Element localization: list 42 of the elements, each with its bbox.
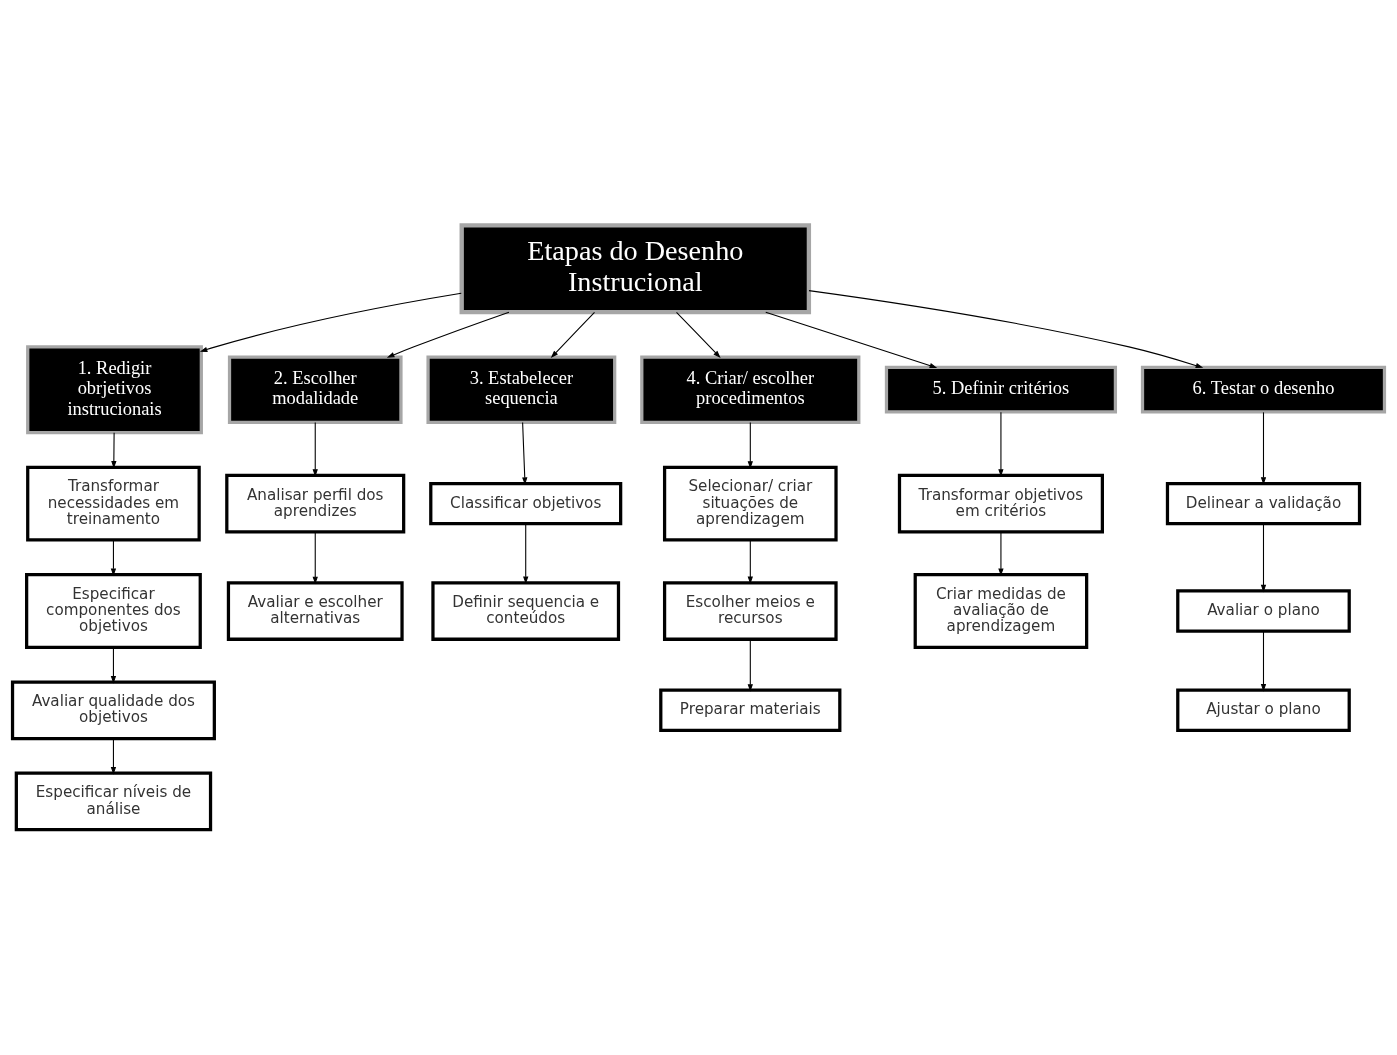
arrow: [747, 421, 753, 469]
node-box: 1. Redigir obrjetivos instrucionais: [26, 345, 203, 435]
node-box: Avaliar o plano: [1176, 589, 1351, 633]
arrow: [998, 531, 1004, 576]
arrow: [747, 539, 753, 585]
arrow: [550, 311, 596, 358]
node-box: Especificar componentes dos objetivos: [25, 573, 202, 649]
node-box: Definir sequencia e conteúdos: [431, 581, 621, 641]
node-box: Delinear a validação: [1165, 481, 1362, 526]
node-box: Selecionar/ criar situações de aprendizagem: [662, 465, 838, 542]
node-box: Criar medidas de avaliação de aprendizagem: [913, 573, 1089, 649]
arrow: [110, 738, 117, 775]
arrow: [747, 639, 753, 692]
arrow: [765, 311, 938, 369]
arrow: [111, 432, 117, 469]
arrow: [1260, 523, 1267, 593]
arrow: [312, 421, 318, 477]
node-box: Avaliar e escolher alternativas: [226, 581, 404, 641]
arrow: [386, 311, 510, 358]
node-box: Etapas do Desenho Instrucional: [459, 223, 812, 315]
arrow: [998, 411, 1004, 477]
arrow: [312, 531, 318, 585]
node-box: Preparar materiais: [659, 688, 842, 732]
node-box: Classificar objetivos: [429, 481, 623, 526]
arrow: [1260, 630, 1267, 692]
node-box: 4. Criar/ escolher procedimentos: [640, 355, 861, 424]
arrow: [675, 311, 721, 358]
arrow: [199, 292, 462, 352]
arrow: [523, 523, 529, 585]
node-box: Transformar objetivos em critérios: [897, 473, 1104, 534]
node-box: 2. Escolher modalidade: [227, 355, 403, 424]
arrow: [522, 421, 528, 485]
node-box: Transformar necessidades em treinamento: [26, 465, 201, 542]
arrow: [808, 290, 1204, 369]
node-box: Especificar níveis de análise: [14, 771, 213, 832]
node-box: 3. Estabelecer sequencia: [426, 355, 617, 424]
node-box: Avaliar qualidade dos objetivos: [10, 680, 216, 741]
arrow: [110, 646, 117, 684]
node-box: Escolher meios e recursos: [662, 581, 838, 641]
node-box: Ajustar o plano: [1176, 688, 1351, 732]
node-box: Analisar perfil dos aprendizes: [225, 473, 406, 534]
arrow: [1260, 411, 1267, 485]
